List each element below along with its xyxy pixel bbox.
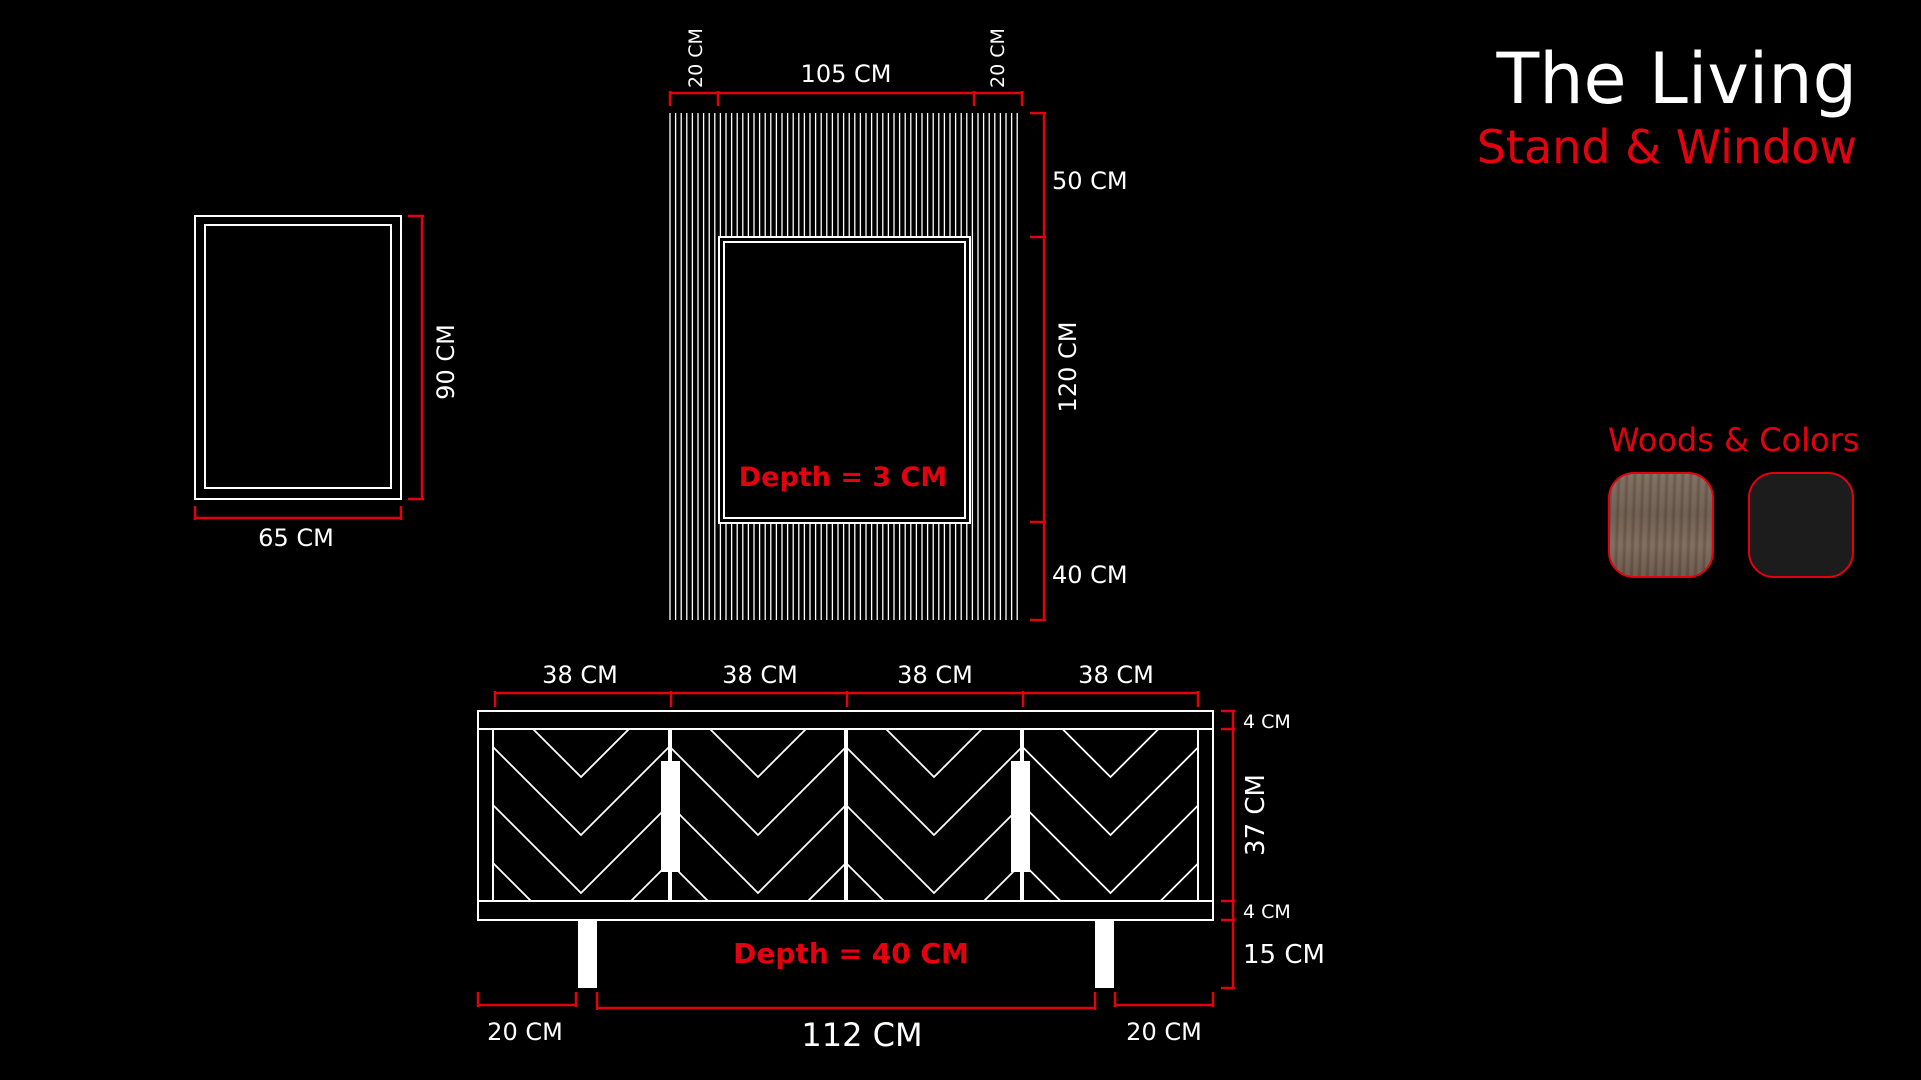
chevron-line <box>847 804 1021 895</box>
stand-leg-right <box>1095 920 1114 988</box>
chevron-line <box>671 862 845 901</box>
slatted-frame-top-dimension <box>668 91 1024 106</box>
slatted-frame-depth-label: Depth = 3 CM <box>739 462 947 493</box>
chevron-line <box>493 861 669 901</box>
window-inner-frame <box>204 224 392 489</box>
stand-right-dimension <box>1221 709 1235 990</box>
page-title: The Living <box>1496 38 1857 120</box>
chevron-line <box>1023 862 1198 901</box>
stand-door-1-label: 38 CM <box>542 661 618 689</box>
slatted-frame-drawing: Depth = 3 CM 20 CM 105 CM 20 CM 50 CM 12… <box>668 28 1128 622</box>
slatted-frame-top-center-label: 105 CM <box>801 60 892 88</box>
slatted-frame-right-dimension <box>1030 111 1046 622</box>
stand-body-height-label: 37 CM <box>1241 774 1271 856</box>
stand-leg-height-label: 15 CM <box>1243 940 1325 970</box>
slatted-frame-right-top-label: 50 CM <box>1052 167 1128 195</box>
window-height-label: 90 CM <box>432 324 460 400</box>
stand-top-thickness-label: 4 CM <box>1243 711 1291 733</box>
slatted-frame-slats <box>669 113 1018 620</box>
stand-door <box>473 495 689 901</box>
chevron-line <box>671 746 845 837</box>
stand-door <box>671 729 845 901</box>
stand-top-board <box>477 710 1214 730</box>
chevron-line <box>708 729 808 779</box>
stand-left-offset-label: 20 CM <box>487 1018 563 1046</box>
stand-drawing: 38 CM 38 CM 38 CM 38 CM Depth = 40 CM 4 … <box>473 495 1325 1054</box>
stand-door-frame <box>492 728 670 902</box>
stand-door <box>827 554 1041 901</box>
chevron-line <box>827 554 1041 661</box>
stand-bottom-thickness-label: 4 CM <box>1243 901 1291 923</box>
slatted-frame-top-left-label: 20 CM <box>685 28 707 88</box>
stand-door-frame <box>670 728 846 902</box>
stand-handle-right <box>1011 761 1030 872</box>
window-drawing: 90 CM 65 CM <box>193 214 460 552</box>
stand-depth-label: Depth = 40 CM <box>733 937 969 970</box>
chevron-line <box>847 862 1021 901</box>
window-height-dimension <box>408 214 424 501</box>
stand-right-side <box>1197 728 1214 902</box>
stand-door <box>1023 729 1198 901</box>
stand-handle-left <box>661 761 680 872</box>
window-width-dimension <box>193 506 403 520</box>
chevron-line <box>1061 729 1160 779</box>
stand-right-offset-label: 20 CM <box>1126 1018 1202 1046</box>
stand-door-3-label: 38 CM <box>897 661 973 689</box>
stand-left-side <box>477 728 494 902</box>
slatted-frame-opening-outer <box>718 236 971 524</box>
chevron-line <box>671 804 845 895</box>
walnut-wood-swatch[interactable] <box>1608 472 1714 578</box>
slatted-frame-right-middle-label: 120 CM <box>1054 322 1082 413</box>
slatted-frame-top-right-label: 20 CM <box>987 28 1009 88</box>
chevron-line <box>473 495 689 603</box>
stand-leg-span-label: 112 CM <box>801 1016 922 1054</box>
chevron-line <box>1023 804 1198 895</box>
chevron-line <box>884 729 984 779</box>
page-subtitle: Stand & Window <box>1476 120 1857 174</box>
stand-top-dimension <box>493 691 1200 707</box>
chevron-line <box>493 745 669 837</box>
slatted-frame-opening-inner <box>723 241 966 519</box>
stand-door-2-label: 38 CM <box>722 661 798 689</box>
stand-bottom-board <box>477 900 1214 921</box>
chevron-line <box>1023 746 1198 837</box>
black-color-swatch[interactable] <box>1748 472 1854 578</box>
woods-colors-label: Woods & Colors <box>1608 421 1860 459</box>
chevron-line <box>473 553 689 661</box>
stand-leg-left <box>578 920 597 988</box>
window-outer-frame <box>194 215 402 500</box>
window-width-label: 65 CM <box>258 524 334 552</box>
stand-bottom-dimension <box>476 992 1215 1010</box>
slatted-frame-right-bottom-label: 40 CM <box>1052 561 1128 589</box>
stand-door-frame <box>846 728 1022 902</box>
chevron-line <box>847 746 1021 837</box>
stand-door-frame <box>1022 728 1199 902</box>
stand-door-4-label: 38 CM <box>1078 661 1154 689</box>
chevron-line <box>531 729 631 779</box>
chevron-line <box>493 803 669 895</box>
